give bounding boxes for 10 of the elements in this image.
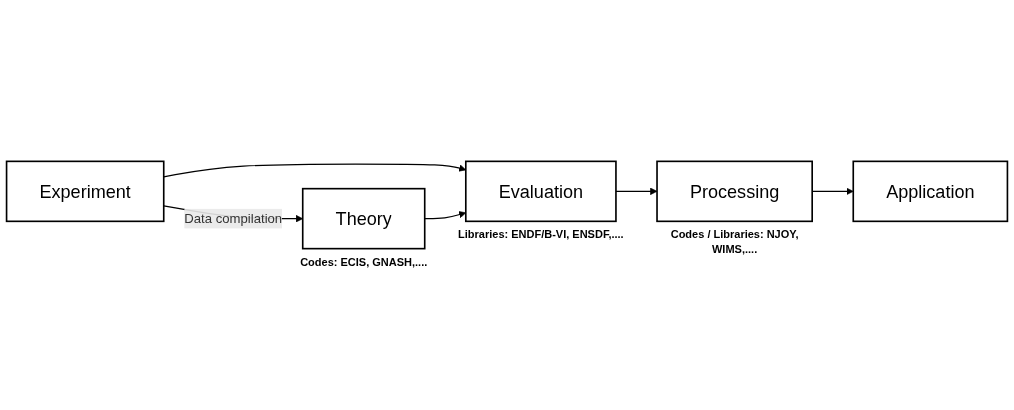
node-caption: Codes / Libraries: NJOY, WIMS,.... xyxy=(669,227,800,256)
node-caption: Libraries: ENDF/B-VI, ENSDF,.... xyxy=(457,227,625,242)
node-box: Application xyxy=(852,160,1009,223)
node-box: Theory xyxy=(301,187,426,250)
node-box: Processing xyxy=(656,160,813,223)
edge-label: Data compilation xyxy=(184,211,283,226)
node-box: Evaluation xyxy=(465,160,617,223)
arrow xyxy=(615,187,658,195)
node-box: Experiment xyxy=(5,160,165,223)
node-caption: Codes: ECIS, GNASH,.... xyxy=(299,254,429,269)
